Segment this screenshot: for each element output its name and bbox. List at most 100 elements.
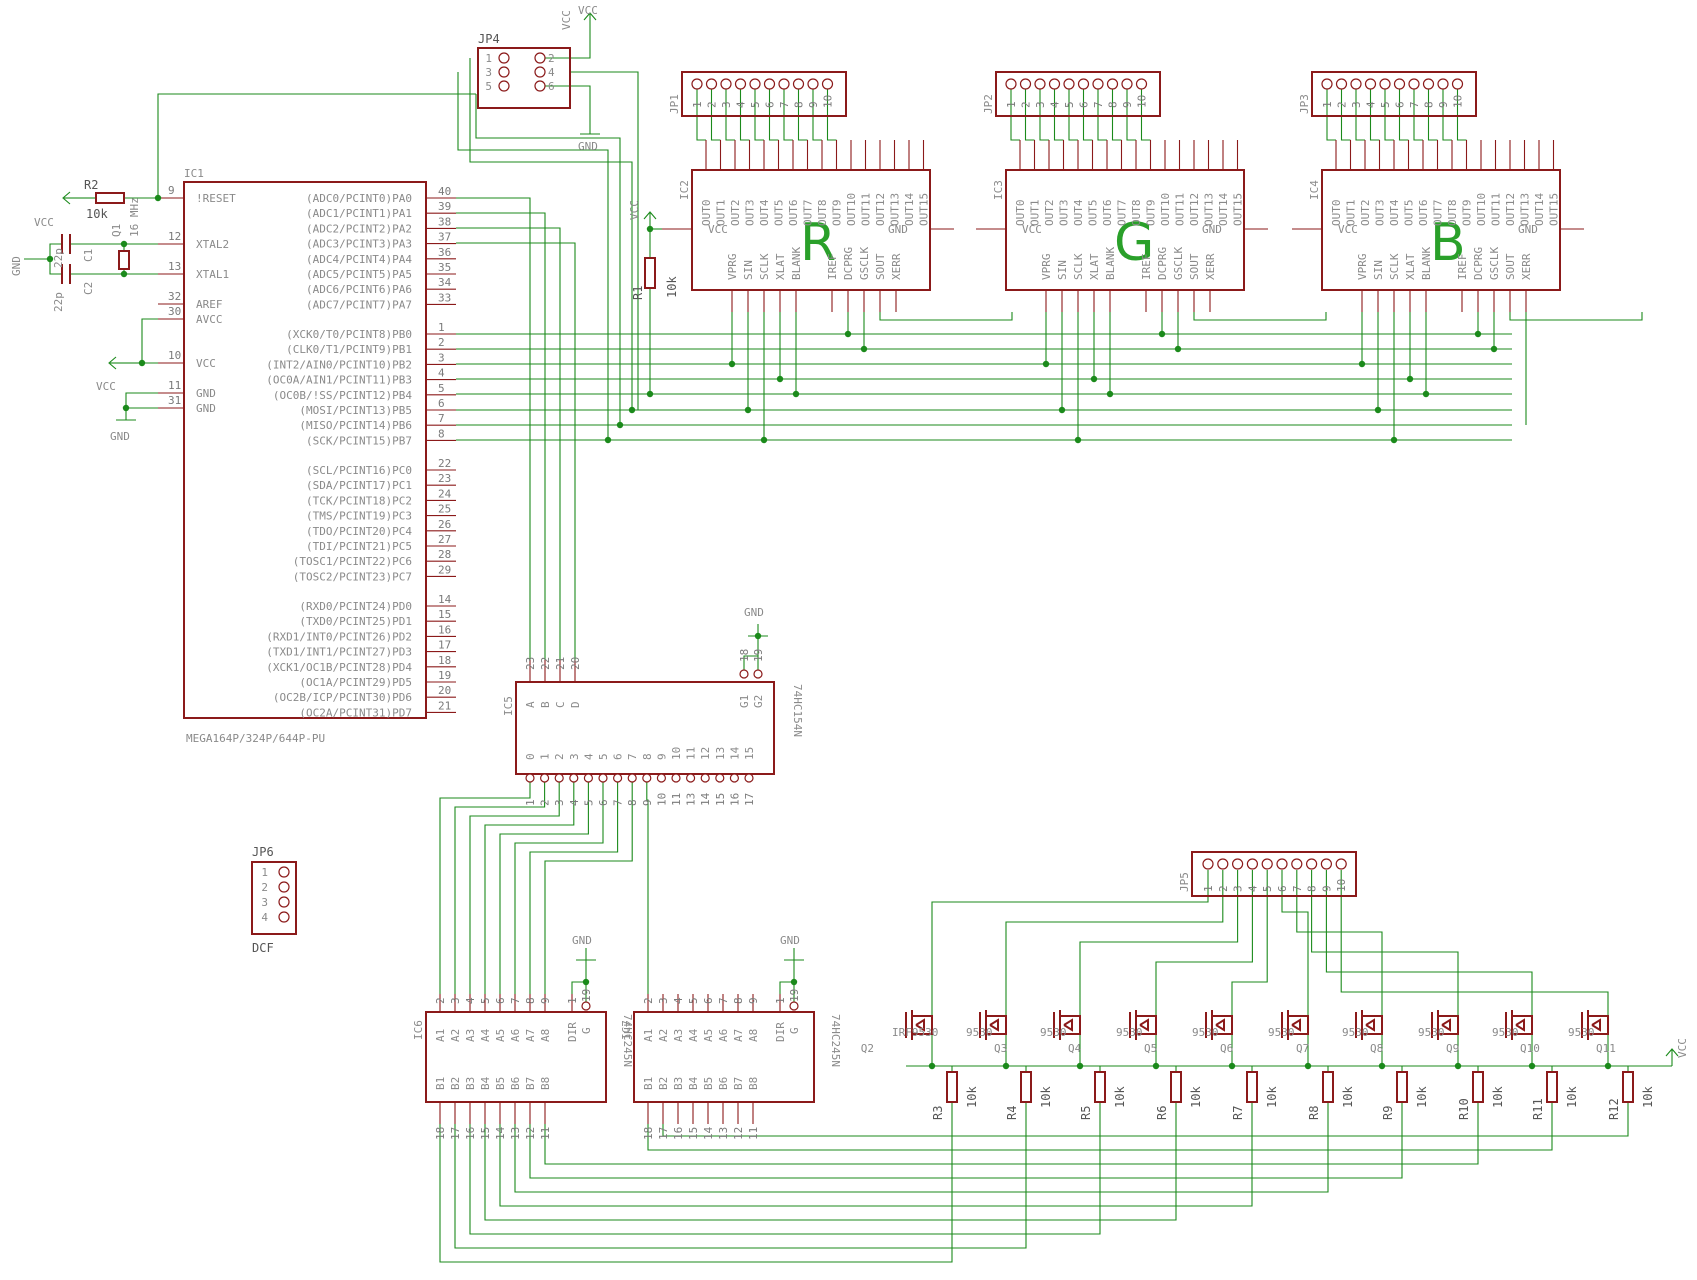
mcu-pin-number: 24: [438, 487, 452, 500]
driver-output-name: OUT13: [1203, 193, 1216, 226]
pullup-value: 10k: [1641, 1086, 1655, 1108]
led-header-pad: [1063, 78, 1075, 90]
led-header-pin-number: 5: [1379, 101, 1392, 108]
mosfet-leads: [1362, 1015, 1383, 1035]
gnd-label: GND: [780, 934, 800, 947]
buffer-b-name: B7: [524, 1077, 537, 1090]
driver-output-name: OUT11: [1490, 193, 1503, 226]
junction-dot: [120, 240, 128, 248]
driver-output-name: OUT11: [1174, 193, 1187, 226]
buffer-b-number: 14: [494, 1126, 507, 1140]
led-header-pad: [1350, 78, 1362, 90]
pullup-value: 10k: [1039, 1086, 1053, 1108]
buffer-a-name: A3: [672, 1029, 685, 1042]
mcu-pin-name: (TOSC2/PCINT23)PC7: [293, 570, 412, 583]
mcu-pin-name: (OC1A/PCINT29)PD5: [299, 676, 412, 689]
mcu-pin-name: GND: [196, 387, 216, 400]
pullup-ref: R12: [1607, 1098, 1621, 1120]
driver-ref: IC2: [678, 180, 691, 200]
led-header-pad: [1005, 78, 1017, 90]
driver-output-name: OUT5: [1087, 200, 1100, 227]
mcu-pin-number: 7: [438, 412, 445, 425]
mosfet-part-label: 9530: [1568, 1026, 1595, 1039]
c1-ref: C1: [82, 249, 95, 262]
mosfet-part-label: 9530: [1116, 1026, 1143, 1039]
junction-dot: [1474, 330, 1482, 338]
buffer-to-resistor: [514, 1102, 1329, 1193]
driver-output-name: OUT6: [1101, 200, 1114, 227]
mcu-pin-number: 16: [438, 623, 451, 636]
driver-pin-name: GSCLK: [858, 247, 871, 280]
mcu-pin-number: 2: [438, 336, 445, 349]
driver-pin-name: BLANK: [790, 247, 803, 280]
header-to-driver: [754, 89, 764, 141]
header-to-driver: [783, 89, 793, 141]
buffer-a-name: A3: [464, 1029, 477, 1042]
junction-dot: [1074, 436, 1082, 444]
jp4-pin-number: 2: [548, 52, 555, 65]
junction-dot: [1454, 1062, 1462, 1070]
driver-pin-name: SOUT: [1188, 253, 1201, 280]
mosfet-ref: Q8: [1370, 1042, 1383, 1055]
mcu-pin-name: AREF: [196, 298, 223, 311]
mosfet-leads: [1438, 1015, 1459, 1035]
jp6-pin-number: 1: [261, 866, 268, 879]
decoder-output-bubble: [700, 773, 710, 783]
pullup-resistor: [1546, 1071, 1558, 1103]
mosfet-arrow: [1441, 1018, 1451, 1032]
pullup-ref: R5: [1079, 1106, 1093, 1120]
driver-output-name: OUT4: [758, 199, 771, 226]
decoder-output-number: 7: [612, 799, 625, 806]
led-header-pin-number: 9: [807, 101, 820, 108]
buffer-part: 74HC245N: [621, 1014, 634, 1067]
wire: [24, 243, 62, 260]
pullup-ref: R11: [1531, 1098, 1545, 1120]
mosfet-ref: Q2: [861, 1042, 874, 1055]
decoder-output-name: 1: [539, 753, 552, 760]
address-bus: [456, 197, 531, 660]
jp6-value: DCF: [252, 941, 274, 955]
led-header-pin-number: 2: [1020, 101, 1033, 108]
decoder-output-number: 9: [641, 799, 654, 806]
mosfet-part-label: 9530: [1040, 1026, 1067, 1039]
jp6-ref: JP6: [252, 845, 274, 859]
mosfet-ref: Q6: [1220, 1042, 1233, 1055]
buffer-a-number: 8: [732, 997, 745, 1004]
pullup-resistor: [1094, 1071, 1106, 1103]
mcu-pin-number: 20: [438, 684, 451, 697]
jp6-pin-number: 3: [261, 896, 268, 909]
led-header-pad: [691, 78, 703, 90]
decoder-to-buffer: [544, 782, 633, 994]
address-bus: [456, 242, 576, 660]
buffer-a-name: A2: [657, 1029, 670, 1042]
decoder-output-name: 10: [670, 747, 683, 760]
led-header-body: [681, 71, 847, 117]
junction-dot: [1604, 1062, 1612, 1070]
mcu-pin-name: (MOSI/PCINT13)PB5: [299, 404, 412, 417]
buffer-ref: IC6: [412, 1020, 425, 1040]
jp5-ref: JP5: [1178, 872, 1191, 892]
driver-output-name: OUT2: [729, 200, 742, 227]
driver-letter: G: [1114, 213, 1154, 273]
q1-value: 16 MHz: [128, 197, 141, 237]
jp5-pin-number: 3: [1232, 885, 1245, 892]
buffer-b-name: B8: [539, 1077, 552, 1090]
decoder-input-number: 22: [539, 657, 552, 670]
jp6-pad: [278, 866, 290, 878]
decoder-output-bubble: [671, 773, 681, 783]
buffer-a-name: A8: [747, 1029, 760, 1042]
driver-output-name: OUT3: [1058, 200, 1071, 227]
wire: [570, 71, 639, 410]
junctions: [46, 194, 1612, 1070]
led-header-pad: [1437, 78, 1449, 90]
decoder-enable-name: G2: [752, 695, 765, 708]
mcu-pin-name: (ADC7/PCINT7)PA7: [306, 298, 412, 311]
driver-vcc-label: VCC: [708, 223, 728, 236]
driver-output-name: OUT14: [1533, 193, 1546, 226]
gnd-label: GND: [578, 140, 598, 153]
wire: [475, 94, 621, 425]
sout-chain: [1509, 312, 1643, 321]
mcu-pin-name: (TDO/PCINT20)PC4: [306, 525, 412, 538]
decoder-output-number: 3: [553, 799, 566, 806]
junction-dot: [1090, 375, 1098, 383]
